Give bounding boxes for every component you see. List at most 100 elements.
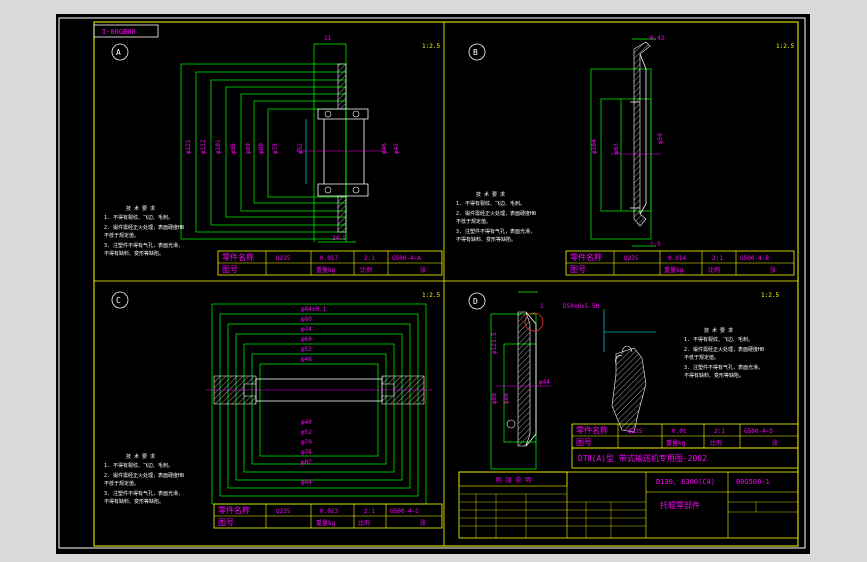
svg-text:φ52: φ52: [301, 346, 312, 353]
view-d-detail-enlargement: [603, 309, 656, 433]
svg-text:G500-4-A: G500-4-A: [392, 255, 421, 262]
svg-text:张: 张: [420, 519, 426, 527]
view-a-tech-notes: 技 术 要 求 1. 不得有裂纹、飞边、毛刺。 2. 锻件需经正火处理，表面硬度…: [104, 205, 184, 257]
svg-text:1. 不得有裂纹、飞边、毛刺。: 1. 不得有裂纹、飞边、毛刺。: [456, 200, 525, 207]
svg-text:24.5: 24.5: [332, 235, 347, 242]
svg-text:零件名称: 零件名称: [576, 425, 608, 435]
svg-text:φ82: φ82: [301, 459, 312, 466]
view-c: C 1:2.5 φ84±0.1 φ80 φ74 φ60 φ52 φ48 φ40 …: [104, 291, 443, 529]
svg-text:2. 锻件需经正火处理，表面硬度HB: 2. 锻件需经正火处理，表面硬度HB: [684, 346, 764, 353]
view-c-label: C: [116, 296, 121, 305]
svg-text:φ42: φ42: [393, 143, 400, 154]
svg-text:重量kg: 重量kg: [664, 266, 684, 274]
view-a-label: A: [116, 48, 121, 57]
view-b-tech-notes: 技 术 要 求 1. 不得有裂纹、飞边、毛刺。 2. 锻件需经正火处理，表面硬度…: [456, 191, 536, 243]
svg-text:φ89: φ89: [245, 143, 252, 154]
svg-text:1.5: 1.5: [650, 241, 661, 248]
svg-text:比例: 比例: [708, 266, 720, 274]
view-c-parts-table: 零件名称 Q235 0.023 2:1 G500-4-C 图号 重量kg 比例 …: [213, 503, 443, 529]
svg-text:技 术 要 求: 技 术 要 求: [704, 327, 733, 334]
svg-text:φ101: φ101: [215, 139, 222, 154]
view-a-note-5: 不得有缺料、变形等缺陷。: [104, 250, 164, 257]
inner-border: [93, 21, 799, 547]
svg-text:2:1: 2:1: [714, 428, 725, 435]
svg-text:比例: 比例: [710, 439, 722, 447]
svg-text:φ123.5: φ123.5: [491, 332, 498, 354]
svg-text:2. 锻件需经正火处理，表面硬度HB: 2. 锻件需经正火处理，表面硬度HB: [104, 472, 184, 479]
view-c-part-profile: [206, 375, 432, 405]
svg-text:φ40: φ40: [301, 419, 312, 426]
svg-text:φ83: φ83: [613, 143, 620, 154]
svg-text:φ80: φ80: [258, 143, 265, 154]
svg-text:3. 注塑件不得有气孔，表面光滑，: 3. 注塑件不得有气孔，表面光滑，: [456, 228, 535, 235]
svg-text:2:1: 2:1: [364, 255, 375, 262]
drawing-id-tag-box: [93, 24, 159, 38]
view-a-note-2: 2. 锻件需经正火处理，表面硬度HB: [104, 224, 184, 231]
view-b: B 1:2.5 φ104 φ83 φ59 0.42 1.5 技 术 要 求 1.…: [456, 35, 795, 276]
svg-text:零件名称: 零件名称: [570, 252, 602, 262]
view-a-note-4: 3. 注塑件不得有气孔，表面光滑，: [104, 242, 183, 249]
svg-text:图号: 图号: [570, 265, 586, 274]
svg-text:D50x6x5.5H: D50x6x5.5H: [563, 303, 600, 310]
svg-text:0.01: 0.01: [672, 428, 687, 435]
view-c-scale: 1:2.5: [422, 292, 440, 299]
view-a-parts-table: 零件名称 Q235 0.017 2:1 G500-4-A 图号 重量kg 比例 …: [217, 250, 443, 276]
svg-text:φ46: φ46: [381, 143, 388, 154]
svg-text:φ112: φ112: [200, 139, 207, 154]
svg-text:φ59: φ59: [657, 133, 664, 144]
svg-text:G500-4-D: G500-4-D: [744, 428, 773, 435]
svg-text:2:1: 2:1: [712, 255, 723, 262]
svg-text:Q235: Q235: [624, 255, 639, 262]
view-d-label: D: [473, 297, 478, 306]
view-c-dimension-labels: φ84±0.1 φ80 φ74 φ60 φ52 φ48 φ40 φ52 φ70 …: [301, 306, 327, 486]
engineering-drawing: I-00GB00 A 1:2.5: [58, 17, 806, 549]
svg-text:φ73: φ73: [272, 143, 279, 154]
outer-border: [58, 17, 806, 549]
svg-text:φ48: φ48: [301, 356, 312, 363]
svg-text:不低于规定值。: 不低于规定值。: [104, 480, 139, 487]
drawing-id-tag: I-00GB00: [102, 28, 136, 36]
svg-text:G500-4-C: G500-4-C: [390, 508, 419, 515]
svg-text:φ88: φ88: [503, 393, 510, 404]
svg-text:0.017: 0.017: [320, 255, 338, 262]
svg-text:0.42: 0.42: [650, 35, 665, 42]
title-block: 零件名称 Q235 0.01 2:1 G500-4-D 图号 重量kg 比例 张…: [458, 423, 799, 539]
view-d-label-circle: [468, 292, 486, 310]
svg-text:φ84: φ84: [301, 479, 312, 486]
view-b-parts-table: 零件名称 Q235 0.014 2:1 G500-4-B 图号 重量kg 比例 …: [565, 250, 795, 276]
view-b-label-circle: [468, 43, 486, 61]
view-d-part-profile: [496, 311, 551, 447]
svg-text:3. 注塑件不得有气孔，表面光滑，: 3. 注塑件不得有气孔，表面光滑，: [104, 490, 183, 497]
svg-text:Q235: Q235: [628, 428, 643, 435]
view-d-dimension-labels: 1 φ123.5 φ80 φ88 D50x6x5.5H φ44: [491, 303, 600, 404]
svg-text:φ84±0.1: φ84±0.1: [301, 306, 327, 313]
svg-text:重量kg: 重量kg: [666, 439, 686, 447]
view-b-part-profile: [611, 41, 661, 227]
svg-text:重量kg: 重量kg: [316, 266, 336, 274]
svg-text:11: 11: [324, 35, 332, 42]
svg-text:比例: 比例: [360, 266, 372, 274]
svg-text:φ60: φ60: [301, 336, 312, 343]
svg-text:零件名称: 零件名称: [218, 505, 250, 515]
notes-header: 附 加 说 明: [496, 476, 531, 484]
svg-text:零件名称: 零件名称: [222, 252, 254, 262]
svg-text:1: 1: [540, 303, 544, 310]
svg-text:不得有缺料、变形等缺陷。: 不得有缺料、变形等缺陷。: [104, 498, 164, 505]
svg-text:φ80: φ80: [491, 393, 498, 404]
svg-text:不低于规定值。: 不低于规定值。: [684, 354, 719, 361]
svg-text:2:1: 2:1: [364, 508, 375, 515]
cad-drawing-viewport[interactable]: I-00GB00 A 1:2.5: [56, 14, 810, 554]
view-b-dimension-labels: φ104 φ83 φ59 0.42 1.5: [591, 35, 665, 248]
svg-text:0.023: 0.023: [320, 508, 338, 515]
svg-text:图号: 图号: [218, 518, 234, 527]
svg-text:0.014: 0.014: [668, 255, 686, 262]
svg-text:Q235: Q235: [276, 508, 291, 515]
signature-grid: [459, 493, 798, 538]
svg-text:不低于规定值。: 不低于规定值。: [456, 218, 491, 225]
svg-text:φ70: φ70: [301, 439, 312, 446]
view-a-note-3: 不低于规定值。: [104, 232, 139, 239]
svg-text:不得有缺料、变形等缺陷。: 不得有缺料、变形等缺陷。: [456, 236, 516, 243]
view-a-label-circle: [111, 43, 129, 61]
view-d-scale: 1:2.5: [761, 292, 779, 299]
svg-text:G500-4-B: G500-4-B: [740, 255, 769, 262]
